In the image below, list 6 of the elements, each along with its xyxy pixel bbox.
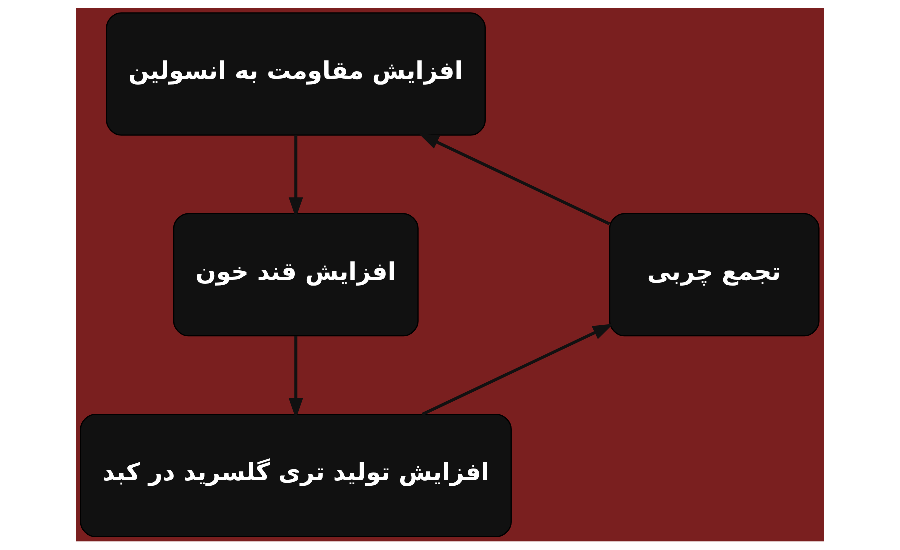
arrow — [418, 134, 610, 226]
arrow — [422, 324, 614, 416]
node-box: افزایش قند خون — [173, 213, 419, 337]
node-box: افزایش مقاومت به انسولین — [106, 12, 486, 136]
node-box: تجمع چربی — [609, 213, 820, 337]
node-box: افزایش تولید تری گلسرید در کبد — [80, 414, 512, 538]
